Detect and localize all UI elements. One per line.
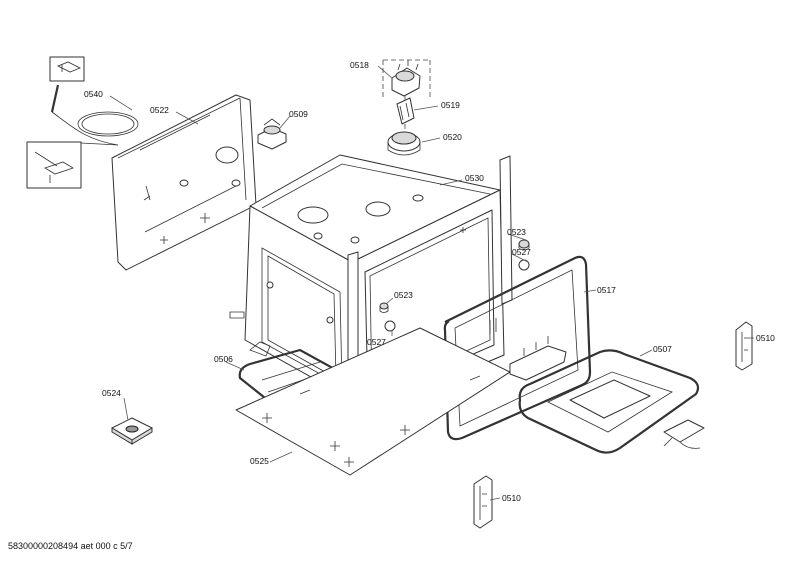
bracket-0510-right[interactable] [735,321,753,371]
label-0523-right: 0523 [507,227,526,237]
label-0522: 0522 [150,105,169,115]
rear-panel-0522[interactable] [111,94,257,271]
label-0527-left: 0527 [367,337,386,347]
fitting-0523-left[interactable] [379,302,389,313]
label-0519: 0519 [441,100,460,110]
part-number-labels: 0540 0522 0518 0509 0519 0520 0530 0523 … [84,60,775,503]
grill-heater-0507[interactable] [509,336,705,454]
label-0510-right: 0510 [756,333,775,343]
label-0523-left: 0523 [394,290,413,300]
label-0506: 0506 [214,354,233,364]
label-0510-bottom: 0510 [502,493,521,503]
label-0509: 0509 [289,109,308,119]
leader-lines [109,65,754,501]
connector-inset-top [49,56,85,82]
bracket-0510-bottom[interactable] [473,475,493,529]
fitting-0523-right[interactable] [518,239,530,251]
label-0540: 0540 [84,89,103,99]
label-0507: 0507 [653,344,672,354]
part-0509[interactable] [257,118,287,150]
cable-0540[interactable] [26,56,139,189]
label-0530: 0530 [465,173,484,183]
label-0518: 0518 [350,60,369,70]
pad-0524[interactable] [111,417,153,445]
fitting-0527-left[interactable] [384,320,396,332]
lamp-assembly[interactable] [382,59,431,156]
label-0527-right: 0527 [512,247,531,257]
label-0517: 0517 [597,285,616,295]
label-0524: 0524 [102,388,121,398]
document-id-footer: 58300000208494 aet 000 c 5/7 [8,541,133,551]
label-0520: 0520 [443,132,462,142]
label-0525: 0525 [250,456,269,466]
